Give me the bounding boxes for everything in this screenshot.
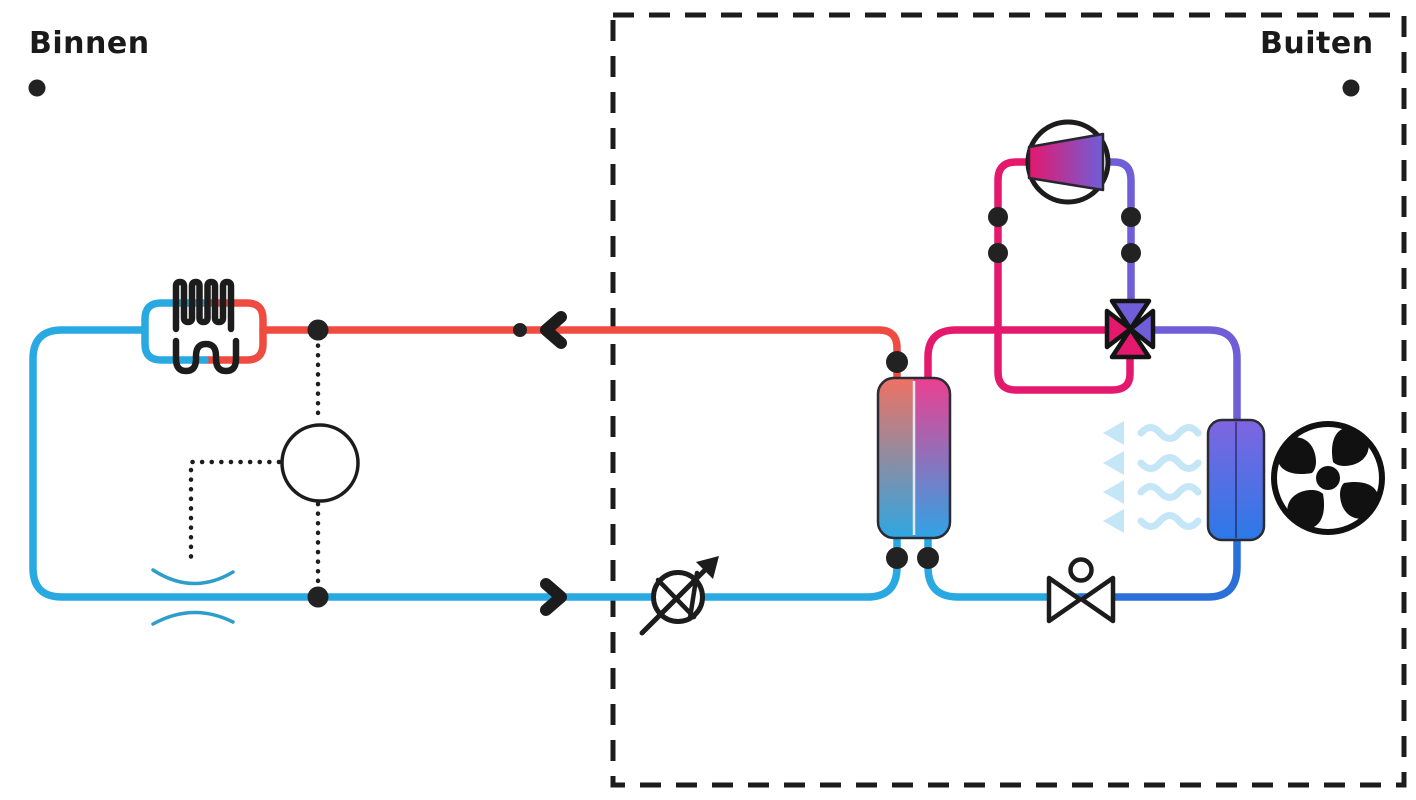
indoor-heat-exchanger [876, 376, 952, 540]
four-way-valve [1104, 298, 1156, 360]
refrigerant-condenser-pipe [924, 326, 1111, 382]
cold-flow-arrow [540, 578, 567, 616]
cold-water-pipe [29, 326, 901, 601]
outdoor-boundary-box [610, 12, 1407, 788]
refrigerant-outdoor-pipe [1150, 326, 1241, 425]
hot-water-pipe [259, 326, 901, 382]
junction-dots [307, 207, 1141, 608]
flow-sensor [639, 556, 719, 636]
inside-region-label: Binnen [29, 26, 150, 61]
outdoor-heat-exchanger [1206, 418, 1266, 542]
inside-label-dot [28, 79, 46, 97]
radiator-coil-icon [172, 278, 235, 333]
circulation-controller [280, 423, 360, 503]
controller-signal-lines [188, 333, 321, 595]
air-flow-waves [1103, 421, 1202, 533]
outside-region-label: Buiten [1260, 26, 1374, 61]
compressor-suction-pipe [1103, 158, 1135, 305]
outdoor-fan-icon [1271, 421, 1385, 535]
flow-restrictor-venturi [151, 568, 235, 626]
compressor-discharge-pipe [994, 158, 1134, 394]
outside-label-dot [1342, 79, 1360, 97]
floor-heating-coil-icon [172, 337, 240, 375]
indoor-radiator [141, 278, 267, 375]
compressor [1025, 119, 1111, 205]
hot-flow-arrow [540, 311, 567, 349]
refrigerant-liquid-pipe [1077, 536, 1241, 601]
expansion-valve [1046, 557, 1116, 624]
